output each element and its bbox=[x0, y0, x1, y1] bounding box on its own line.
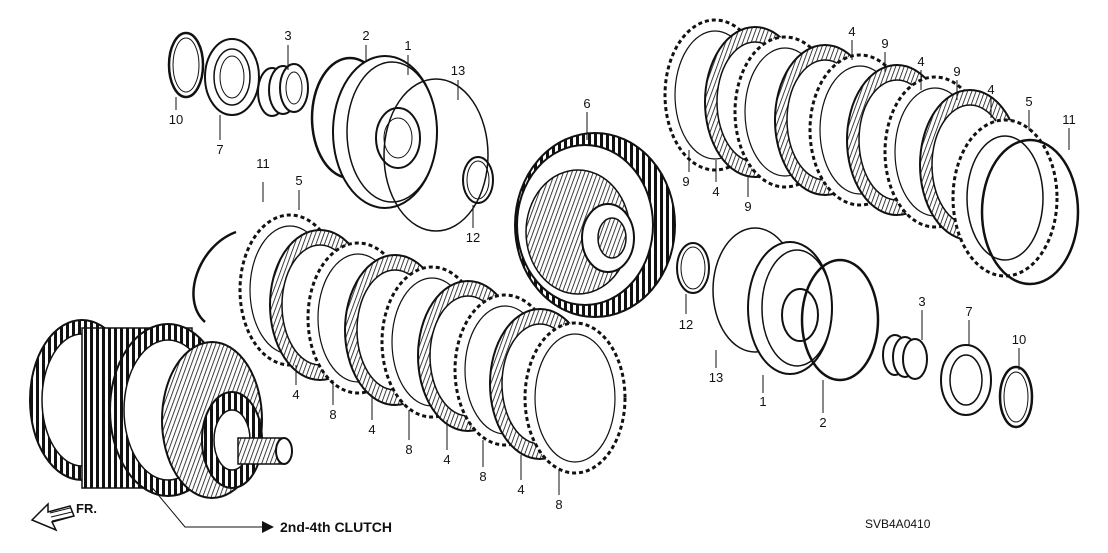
o-ring-13-top bbox=[383, 78, 489, 232]
callout-numbers: 10 7 3 2 1 13 12 6 11 5 9 4 9 4 9 4 9 4 … bbox=[169, 24, 1076, 512]
callout-2-lower: 2 bbox=[819, 415, 826, 430]
callout-11-right: 11 bbox=[1062, 112, 1076, 127]
callout-13-lower: 13 bbox=[709, 370, 723, 385]
front-direction-arrow-icon bbox=[30, 502, 76, 532]
callout-12-top: 12 bbox=[466, 230, 480, 245]
callout-2-top: 2 bbox=[362, 28, 369, 43]
callout-8-a: 8 bbox=[329, 407, 336, 422]
piston-1-top bbox=[332, 55, 438, 209]
return-spring-3-lower bbox=[882, 334, 928, 380]
callout-9-b: 9 bbox=[744, 199, 751, 214]
callout-10-lower: 10 bbox=[1012, 332, 1026, 347]
callout-4-g: 4 bbox=[443, 452, 450, 467]
callout-4-f: 4 bbox=[368, 422, 375, 437]
callout-4-c: 4 bbox=[917, 54, 924, 69]
spring-seat-7-top bbox=[204, 38, 260, 116]
lower-left-clutch-plate-stack bbox=[192, 213, 627, 475]
callout-12-lower: 12 bbox=[679, 317, 693, 332]
callout-7-top: 7 bbox=[216, 142, 223, 157]
callout-3-lower: 3 bbox=[918, 294, 925, 309]
clutch-assembly-2nd-4th bbox=[29, 319, 293, 499]
callout-1-lower: 1 bbox=[759, 394, 766, 409]
callout-4-a: 4 bbox=[712, 184, 719, 199]
callout-5-left: 5 bbox=[295, 173, 302, 188]
callout-9-d: 9 bbox=[953, 64, 960, 79]
diagram-code: SVB4A0410 bbox=[865, 517, 931, 531]
top-right-clutch-plate-stack bbox=[663, 18, 1080, 286]
o-ring-12-top bbox=[462, 156, 494, 204]
callout-4-h: 4 bbox=[517, 482, 524, 497]
callout-8-b: 8 bbox=[405, 442, 412, 457]
callout-6: 6 bbox=[583, 96, 590, 111]
callout-4-e: 4 bbox=[292, 387, 299, 402]
spring-seat-7-lower bbox=[940, 344, 992, 416]
callout-11-left: 11 bbox=[256, 156, 270, 171]
piston-1-lower bbox=[747, 241, 833, 375]
callout-3-top: 3 bbox=[284, 28, 291, 43]
callout-10-top: 10 bbox=[169, 112, 183, 127]
arrow-right-icon bbox=[262, 521, 274, 533]
callout-1-top: 1 bbox=[404, 38, 411, 53]
callout-4-d: 4 bbox=[987, 82, 994, 97]
callout-7-lower: 7 bbox=[965, 304, 972, 319]
callout-9-c: 9 bbox=[881, 36, 888, 51]
callout-13-top: 13 bbox=[451, 63, 465, 78]
clutch-drum-6 bbox=[514, 132, 676, 318]
o-ring-2-lower bbox=[800, 258, 880, 382]
callout-8-c: 8 bbox=[479, 469, 486, 484]
assembly-label: 2nd-4th CLUTCH bbox=[280, 519, 392, 535]
callout-9-a: 9 bbox=[682, 174, 689, 189]
o-ring-12-lower bbox=[676, 242, 710, 294]
front-direction-label: FR. bbox=[76, 501, 97, 516]
callout-5-right: 5 bbox=[1025, 94, 1032, 109]
snap-ring-10-lower bbox=[998, 365, 1034, 429]
snap-ring-10-top bbox=[167, 31, 205, 99]
leader-lines bbox=[149, 40, 1070, 528]
return-spring-3-top bbox=[257, 63, 309, 117]
callout-4-b: 4 bbox=[848, 24, 855, 39]
callout-8-d: 8 bbox=[555, 497, 562, 512]
